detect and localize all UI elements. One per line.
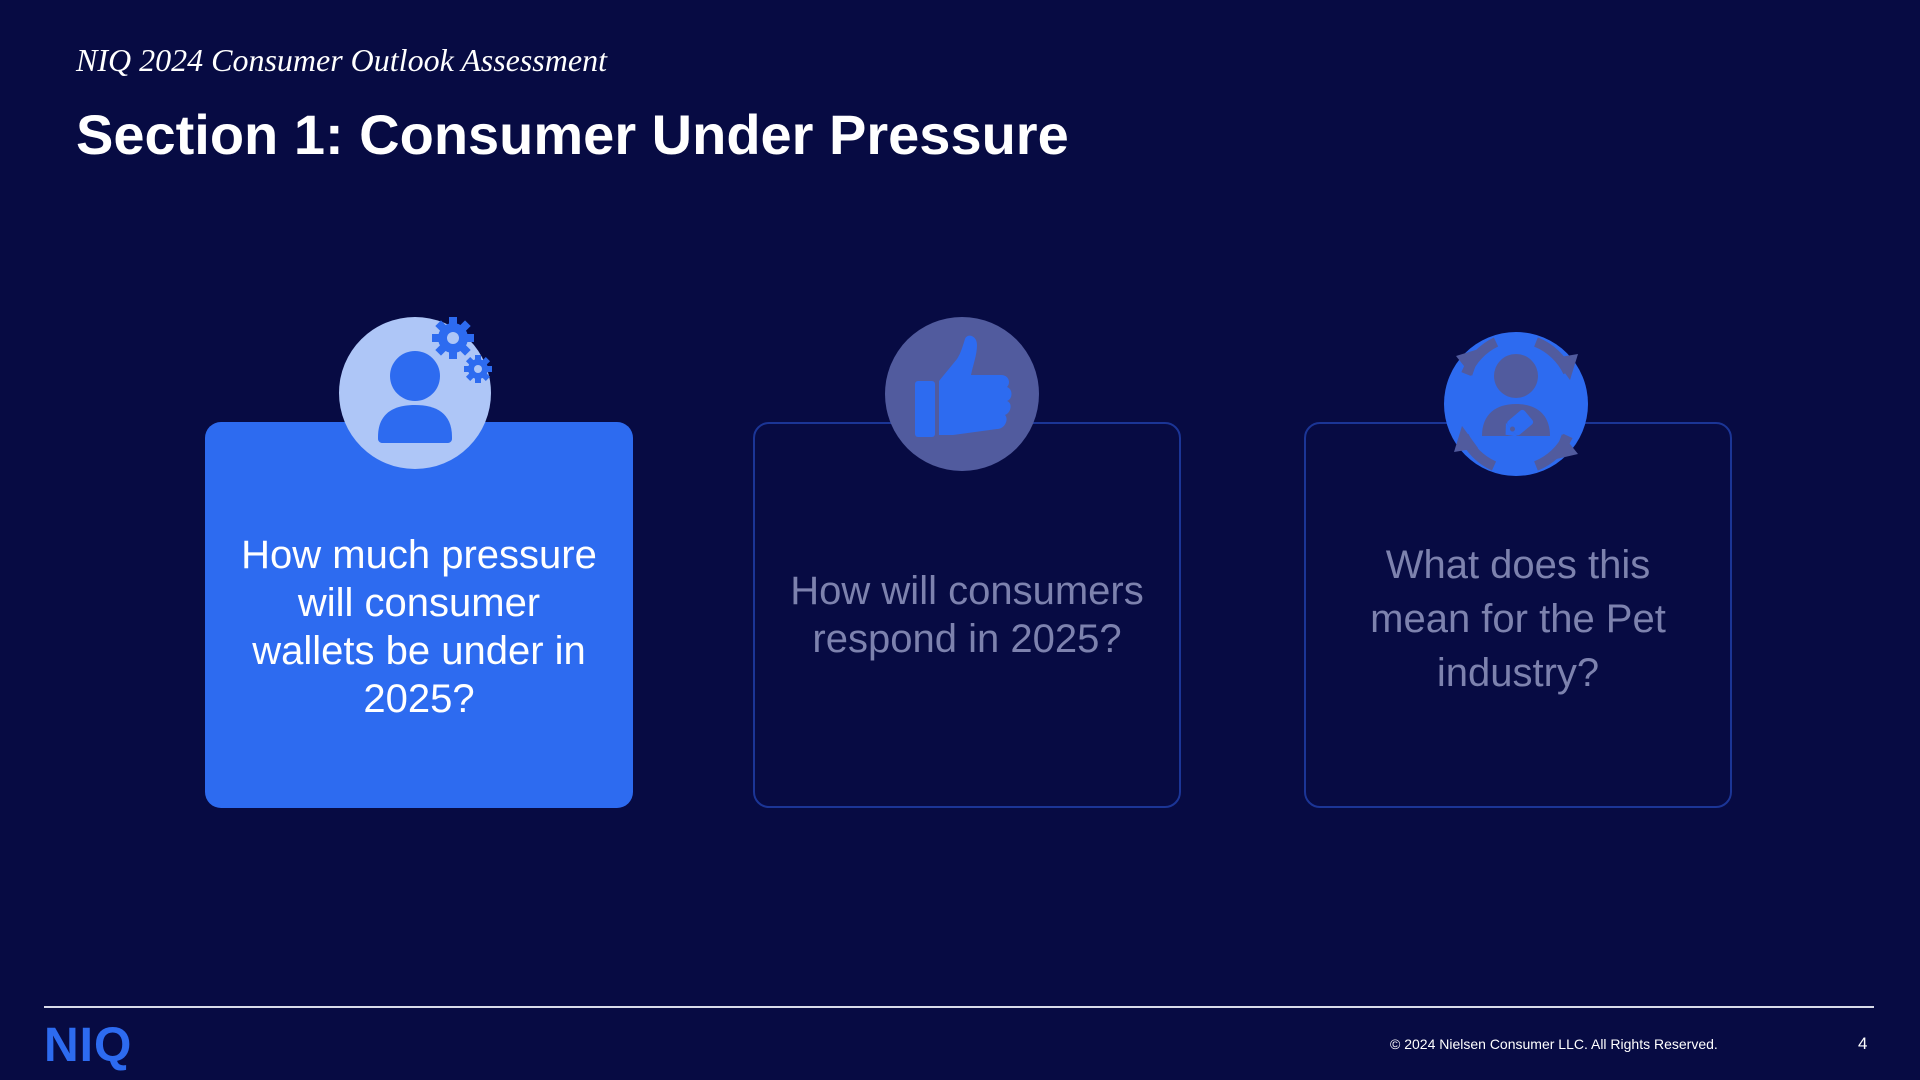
- section-title: Section 1: Consumer Under Pressure: [76, 103, 1069, 166]
- question-card-consumer-response[interactable]: How will consumers respond in 2025?: [753, 422, 1181, 808]
- question-card-text: How will consumers respond in 2025?: [790, 569, 1144, 661]
- page-number: 4: [1858, 1034, 1868, 1053]
- thumbs-up-icon: [883, 315, 1041, 473]
- niq-logo: NIQ: [44, 1019, 133, 1072]
- copyright-notice: © 2024 Nielsen Consumer LLC. All Rights …: [1390, 1036, 1718, 1052]
- question-card-text: What does this mean for the Pet industry…: [1370, 542, 1666, 695]
- person-gears-icon: [338, 313, 508, 473]
- report-subtitle: NIQ 2024 Consumer Outlook Assessment: [76, 42, 607, 78]
- question-card-pet-industry[interactable]: What does this mean for the Pet industry…: [1304, 422, 1732, 808]
- question-card-wallet-pressure[interactable]: How much pressure will consumer wallets …: [205, 422, 633, 808]
- person-price-tag-cycle-icon: [1436, 324, 1596, 484]
- footer-divider: [44, 1006, 1874, 1008]
- question-card-text: How much pressure will consumer wallets …: [241, 532, 597, 721]
